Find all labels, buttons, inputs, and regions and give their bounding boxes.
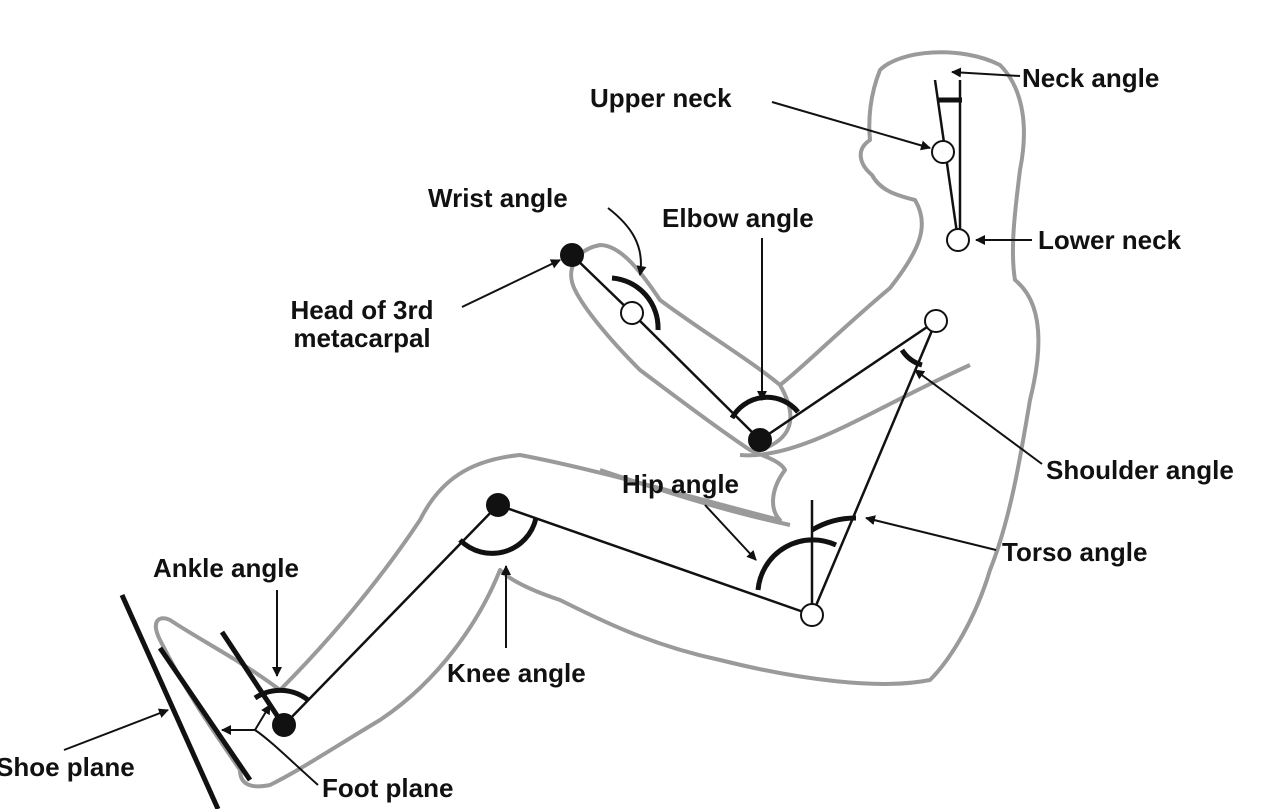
label-metacarpal-line2: metacarpal xyxy=(293,323,431,353)
angle-arcs xyxy=(253,97,962,703)
ankle-joint xyxy=(272,713,296,737)
label-lower-neck: Lower neck xyxy=(1038,225,1182,255)
label-torso-angle: Torso angle xyxy=(1002,537,1148,567)
label-ankle-angle: Ankle angle xyxy=(153,553,299,583)
label-shoulder-angle: Shoulder angle xyxy=(1046,455,1234,485)
leader-arrows xyxy=(63,67,1043,786)
elbow-joint xyxy=(748,428,772,452)
body-outline xyxy=(153,50,1041,789)
lower-neck-joint xyxy=(946,228,970,252)
label-neck-angle: Neck angle xyxy=(1022,63,1160,93)
hip-joint xyxy=(800,603,824,627)
label-shoe-plane: Shoe plane xyxy=(0,752,135,782)
metacarpal-joint xyxy=(560,243,584,267)
knee-joint xyxy=(486,493,510,517)
label-metacarpal-line1: Head of 3rd xyxy=(290,295,434,325)
upper-neck-joint xyxy=(931,140,955,164)
label-elbow-angle: Elbow angle xyxy=(662,203,814,233)
label-foot-plane: Foot plane xyxy=(322,773,454,803)
shoulder-joint xyxy=(924,309,948,333)
joint-markers xyxy=(272,140,970,737)
wrist-joint xyxy=(620,301,644,325)
label-hip-angle: Hip angle xyxy=(622,469,740,499)
label-wrist-angle: Wrist angle xyxy=(428,183,568,213)
label-metacarpal: Head of 3rd metacarpal xyxy=(267,296,457,352)
label-knee-angle: Knee angle xyxy=(447,658,586,688)
plane-lines xyxy=(119,593,283,809)
label-upper-neck: Upper neck xyxy=(590,83,732,113)
